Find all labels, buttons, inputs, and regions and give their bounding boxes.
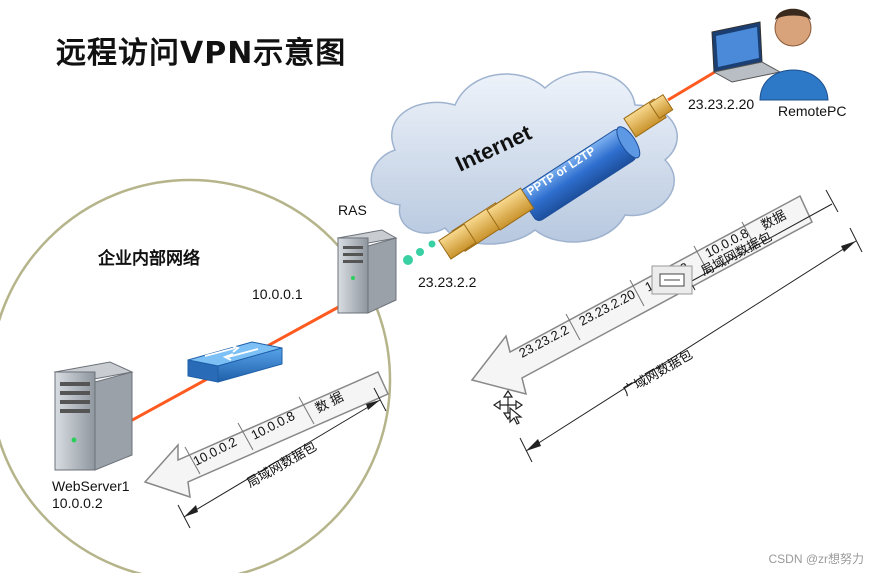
ras-label: RAS: [338, 202, 367, 218]
server-name: WebServer1: [52, 478, 130, 494]
remote-name: RemotePC: [778, 103, 847, 119]
remote-pc-icon: [711, 8, 829, 101]
tunnel-dots: [403, 240, 436, 265]
ras-outer-ip: 23.23.2.2: [418, 274, 477, 290]
wan-packet-arrow: [470, 189, 863, 463]
intranet-label: 企业内部网络: [98, 249, 200, 269]
wan-outer-caption: 广域网数据包: [620, 347, 695, 399]
remote-ip: 23.23.2.20: [688, 96, 755, 112]
ras-inner-ip: 10.0.0.1: [252, 286, 303, 302]
keyboard-icon: [651, 265, 693, 295]
web-server-icon: [53, 361, 134, 471]
move-cursor-icon: [492, 389, 524, 425]
lan-packet-arrow: [143, 371, 389, 529]
ras-server-icon: [336, 229, 398, 314]
vpn-tunnel: [438, 93, 674, 260]
page-title: 远程访问VPN示意图: [56, 36, 347, 71]
server-ip: 10.0.0.2: [52, 495, 103, 511]
switch-icon: [187, 341, 283, 383]
watermark: CSDN @zr想努力: [768, 552, 864, 566]
intranet-boundary: [0, 178, 392, 577]
